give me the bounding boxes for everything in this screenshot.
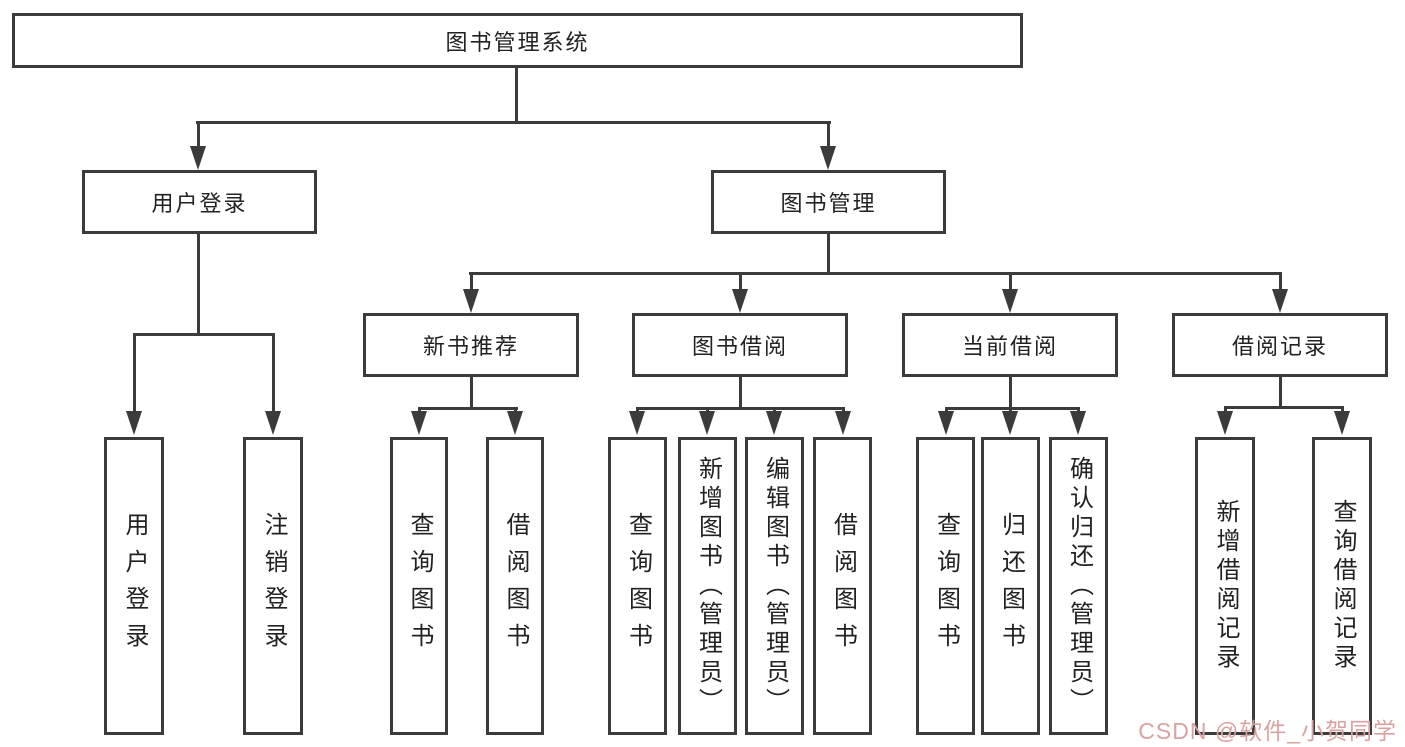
leaf-records-query-record-label: 查询借阅记录 [1329,499,1356,673]
node-new-book-recommend: 新书推荐 [363,313,579,377]
leaf-current-confirm-return-admin: 确认归还（管理员） [1049,437,1108,735]
leaf-user-login: 用户登录 [104,437,164,735]
connector-current-rail [945,407,1080,410]
leaf-recommend-query-books: 查询图书 [390,437,448,735]
connector-bookmgmt-drop-2 [739,272,742,292]
node-new-book-recommend-label: 新书推荐 [422,334,519,359]
leaf-borrowing-edit-books-admin-label: 编辑图书（管理员） [761,455,789,717]
leaf-current-query-books-label: 查询图书 [932,512,960,660]
connector-arrowhead [938,411,954,435]
leaf-recommend-borrow-books: 借阅图书 [486,437,544,735]
connector-arrowhead [507,411,523,435]
connector-root-stem [515,68,518,124]
node-book-management-label: 图书管理 [780,191,877,216]
leaf-recommend-borrow-books-label: 借阅图书 [502,512,529,660]
leaf-borrowing-edit-books-admin: 编辑图书（管理员） [745,437,804,735]
node-user-login: 用户登录 [82,170,317,234]
connector-userlogin-drop-right [272,333,275,415]
connector-bookmgmt-stem [827,234,830,275]
connector-arrowhead [766,411,782,435]
connector-records-drop-2 [1341,406,1344,415]
leaf-records-add-record: 新增借阅记录 [1195,437,1255,735]
leaf-borrowing-add-books-admin-label: 新增图书（管理员） [694,455,722,717]
connector-root-drop-left [197,121,200,150]
connector-bookmgmt-rail [469,272,1282,275]
leaf-borrowing-borrow-books: 借阅图书 [813,437,872,735]
connector-bookmgmt-drop-1 [470,272,473,292]
connector-current-stem [1009,377,1012,410]
leaf-current-confirm-return-admin-label: 确认归还（管理员） [1065,455,1093,717]
connector-userlogin-drop-left [133,333,136,415]
connector-arrowhead [265,411,281,435]
connector-bookmgmt-drop-3 [1009,272,1012,292]
leaf-borrowing-borrow-books-label: 借阅图书 [829,512,857,660]
connector-records-stem [1279,377,1282,409]
connector-userlogin-rail [133,333,275,336]
leaf-records-query-record: 查询借阅记录 [1312,437,1372,735]
connector-recommend-rail [418,407,518,410]
leaf-borrowing-query-books-label: 查询图书 [624,512,652,660]
node-book-management: 图书管理 [711,170,946,234]
connector-arrowhead [699,411,715,435]
leaf-current-return-books: 归还图书 [981,437,1040,735]
connector-records-drop-1 [1224,406,1227,415]
connector-recommend-stem [470,377,473,410]
leaf-current-return-books-label: 归还图书 [997,512,1025,660]
connector-arrowhead [411,411,427,435]
connector-bookmgmt-drop-4 [1279,272,1282,292]
connector-borrowing-stem [739,377,742,410]
node-root-library-system: 图书管理系统 [12,13,1023,68]
leaf-user-login-label: 用户登录 [121,512,148,660]
node-current-borrowing-label: 当前借阅 [961,334,1058,359]
node-borrowing-records: 借阅记录 [1172,313,1388,377]
node-book-borrowing-label: 图书借阅 [691,334,788,359]
connector-records-rail [1224,406,1344,409]
connector-root-rail [196,121,831,124]
leaf-records-add-record-label: 新增借阅记录 [1212,499,1239,673]
leaf-borrowing-add-books-admin: 新增图书（管理员） [678,437,737,735]
leaf-recommend-query-books-label: 查询图书 [406,512,433,660]
connector-arrowhead [820,146,836,170]
connector-arrowhead [1272,289,1288,313]
node-borrowing-records-label: 借阅记录 [1231,334,1328,359]
connector-arrowhead [1334,411,1350,435]
leaf-logout-label: 注销登录 [260,512,287,660]
connector-arrowhead [190,146,206,170]
connector-arrowhead [732,289,748,313]
connector-arrowhead [1002,411,1018,435]
leaf-logout: 注销登录 [243,437,303,735]
leaf-current-query-books: 查询图书 [916,437,975,735]
node-root-label: 图书管理系统 [445,29,590,55]
connector-arrowhead [463,289,479,313]
connector-arrowhead [126,411,142,435]
connector-arrowhead [1002,289,1018,313]
connector-arrowhead [835,411,851,435]
connector-arrowhead [1070,411,1086,435]
node-user-login-label: 用户登录 [151,191,248,216]
connector-userlogin-stem [197,234,200,336]
connector-root-drop-right [827,121,830,150]
node-book-borrowing: 图书借阅 [632,313,848,377]
node-current-borrowing: 当前借阅 [902,313,1118,377]
connector-borrowing-rail [636,407,845,410]
connector-arrowhead [629,411,645,435]
csdn-watermark: CSDN @软件_小贺同学 [1138,718,1397,744]
leaf-borrowing-query-books: 查询图书 [608,437,667,735]
connector-arrowhead [1217,411,1233,435]
